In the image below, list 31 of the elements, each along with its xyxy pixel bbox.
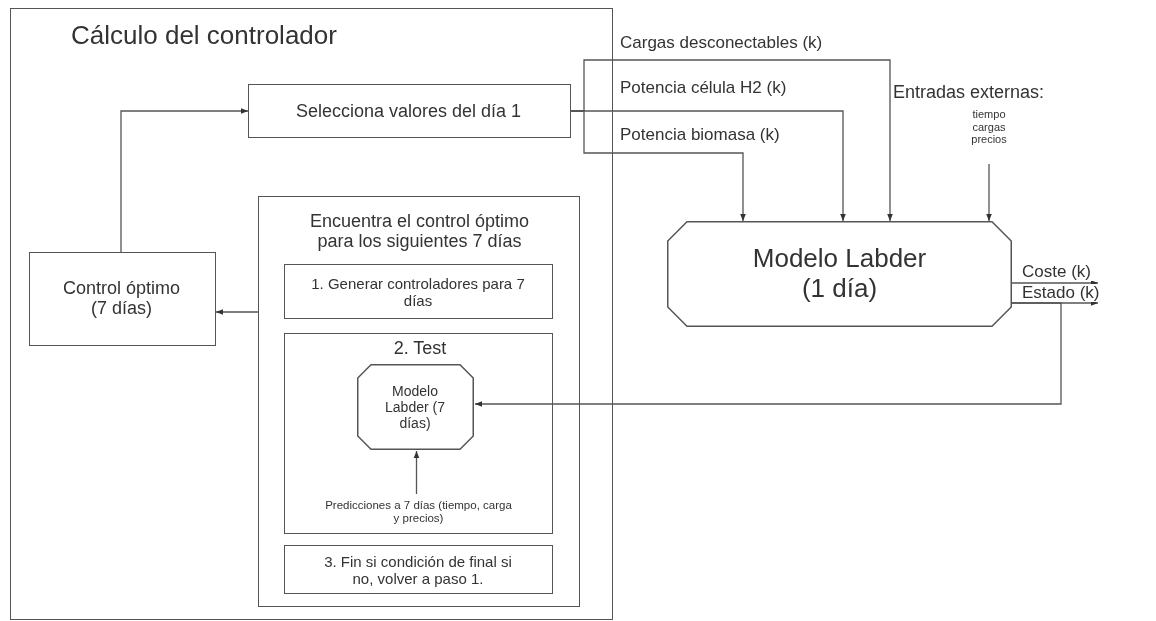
arrow <box>1011 280 1099 286</box>
node-label: Modelo Labder (1 día) <box>751 244 928 304</box>
arrow <box>413 450 420 495</box>
group-box <box>257 195 580 607</box>
edge-label: Potencia biomasa (k) <box>618 126 782 144</box>
step-box <box>284 333 553 534</box>
edge-label: Coste (k) <box>1020 263 1093 281</box>
node-label: Predicciones a 7 días (tiempo, carga y precios) <box>324 498 513 525</box>
edge-label: Cargas desconectables (k) <box>618 34 825 52</box>
step-box <box>284 545 553 594</box>
model-octagon <box>356 363 474 450</box>
input-list: tiempo cargas precios <box>959 108 1019 146</box>
arrow <box>215 309 259 315</box>
step-heading: 2. Test <box>392 338 448 359</box>
process-box <box>247 83 571 138</box>
node-label: Selecciona valores del día 1 <box>294 100 523 121</box>
edge-label: Estado (k) <box>1020 284 1102 302</box>
panel-heading: Cálculo del controlador <box>71 21 338 51</box>
node-label: 1. Generar controladores para 7 días <box>310 274 526 309</box>
node-label: Modelo Labder (7 días) <box>385 382 445 431</box>
arrow <box>986 163 992 222</box>
step-box <box>284 264 553 319</box>
arrow <box>474 302 1062 407</box>
node-label: Control óptimo (7 días) <box>61 277 182 320</box>
group-heading: Encuentra el control óptimo para los siguientes 7 días <box>308 210 531 252</box>
node-label: 3. Fin si condición de final si no, volver a paso 1. <box>323 552 513 587</box>
edge-label: Potencia célula H2 (k) <box>618 79 789 97</box>
input-heading: Entradas externas: <box>893 82 1046 103</box>
arrow <box>570 110 746 222</box>
process-box <box>28 251 216 346</box>
arrow <box>120 108 249 253</box>
